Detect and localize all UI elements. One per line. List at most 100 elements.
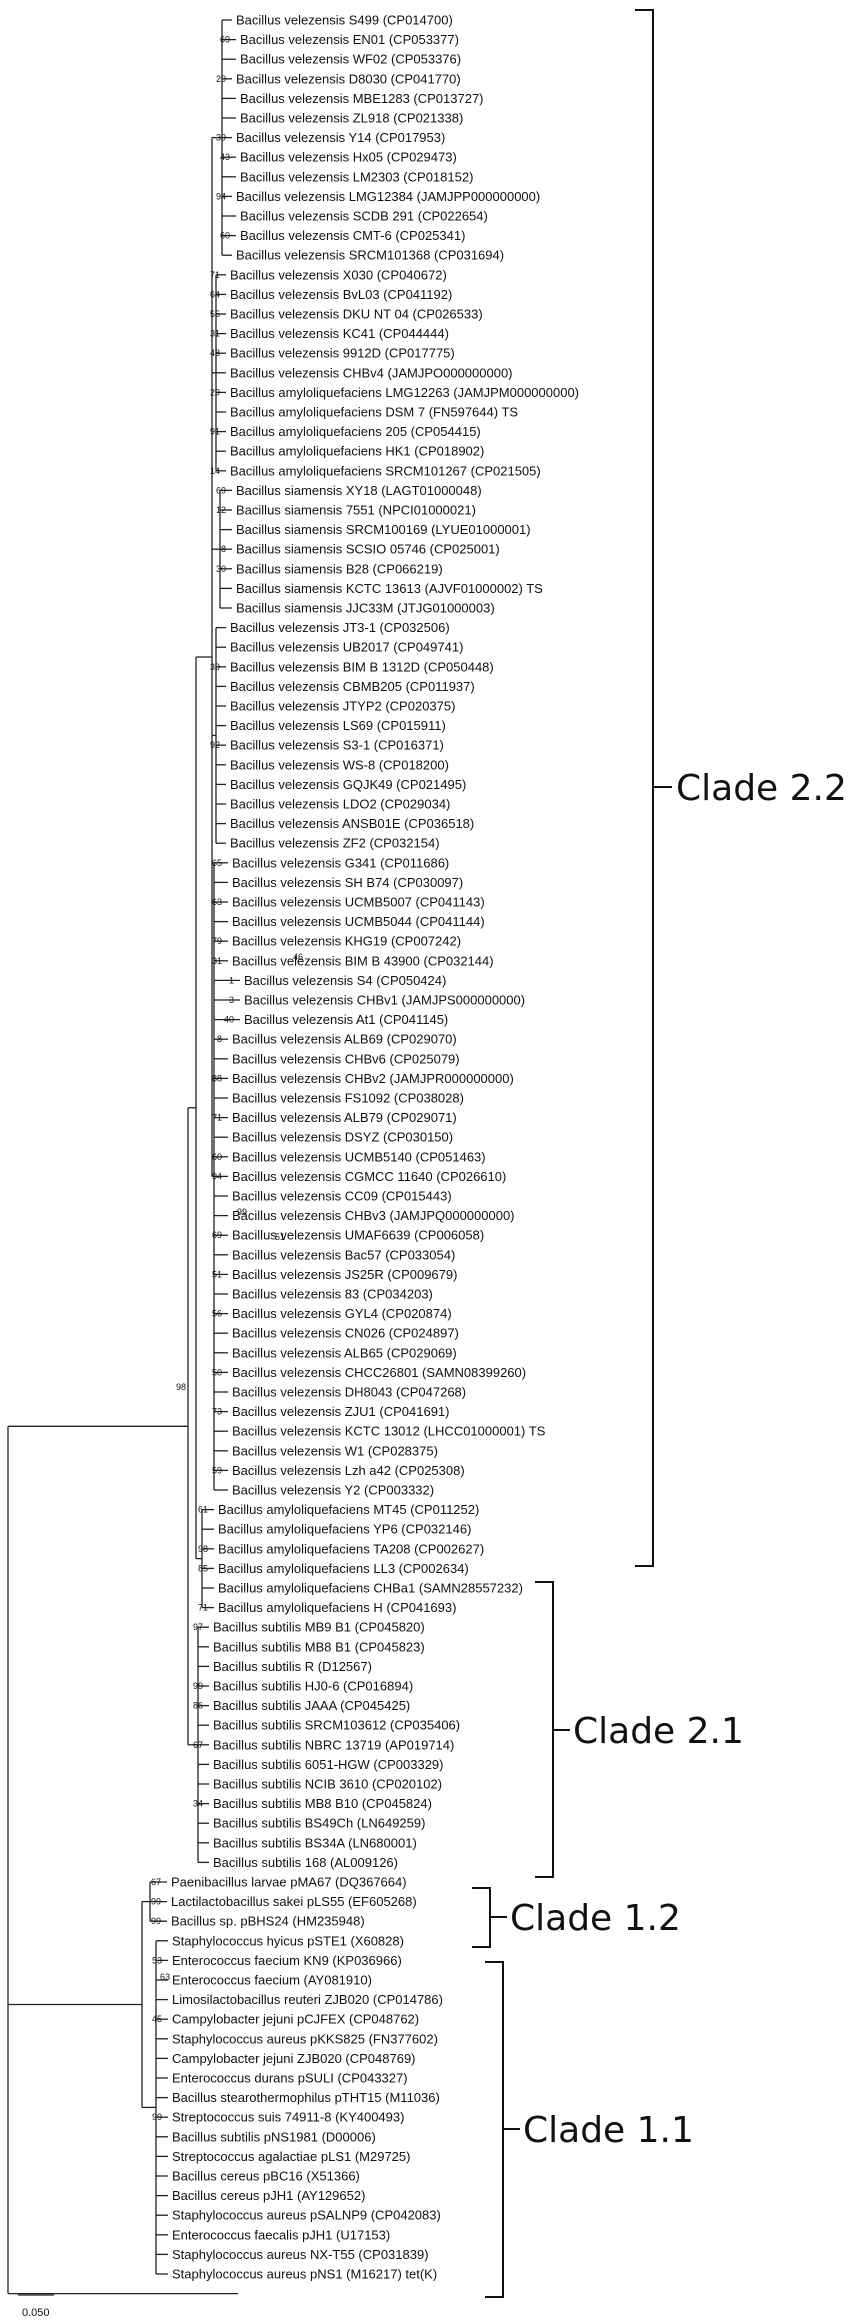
bootstrap-value: 94 bbox=[216, 191, 226, 201]
leaf-label: Bacillus velezensis JT3-1 (CP032506) bbox=[230, 620, 450, 635]
clade-1-2-label: Clade 1.2 bbox=[510, 1898, 681, 1939]
clade-2-2-label: Clade 2.2 bbox=[676, 768, 847, 809]
leaf-label: Bacillus velezensis Y14 (CP017953) bbox=[236, 130, 445, 145]
bootstrap-node-99-main: 99 bbox=[237, 1207, 247, 1217]
clade-1-1-label: Clade 1.1 bbox=[523, 2110, 694, 2151]
leaf-label: Bacillus velezensis 9912D (CP017775) bbox=[230, 346, 455, 361]
leaf-label: Bacillus velezensis UCMB5140 (CP051463) bbox=[232, 1149, 486, 1164]
leaf-label: Staphylococcus aureus NX-T55 (CP031839) bbox=[172, 2247, 429, 2262]
leaf-label: Bacillus velezensis CC09 (CP015443) bbox=[232, 1189, 452, 1204]
leaf-label: Bacillus velezensis ALB69 (CP029070) bbox=[232, 1032, 457, 1047]
bootstrap-value: 1 bbox=[229, 975, 234, 985]
leaf-label: Enterococcus durans pSULI (CP043327) bbox=[172, 2071, 408, 2086]
leaf-label: Bacillus velezensis SH B74 (CP030097) bbox=[232, 875, 463, 890]
bootstrap-value: 97 bbox=[193, 1622, 203, 1632]
leaf-labels: Bacillus velezensis S499 (CP014700) Bacil… bbox=[171, 13, 579, 2282]
bootstrap-value: 99 bbox=[152, 2112, 162, 2122]
leaf-label: Bacillus velezensis CHBv4 (JAMJPO0000000… bbox=[230, 365, 513, 380]
leaf-label: Bacillus amyloliquefaciens HK1 (CP018902… bbox=[230, 444, 484, 459]
bootstrap-value: 69 bbox=[212, 1230, 222, 1240]
bootstrap-node-51: 51 bbox=[275, 1232, 285, 1242]
scale-bar-label: 0.050 bbox=[22, 2307, 50, 2319]
bootstrap-value: 55 bbox=[210, 309, 220, 319]
bootstrap-value: 39 bbox=[210, 662, 220, 672]
bootstrap-value: 99 bbox=[151, 1897, 161, 1907]
bootstrap-value: 86 bbox=[193, 1701, 203, 1711]
leaf-label: Bacillus cereus pJH1 (AY129652) bbox=[172, 2188, 365, 2203]
bootstrap-value: 29 bbox=[210, 387, 220, 397]
leaf-label: Bacillus subtilis NBRC 13719 (AP019714) bbox=[213, 1737, 454, 1752]
leaf-label: Bacillus velezensis W1 (CP028375) bbox=[232, 1443, 438, 1458]
bootstrap-value: 64 bbox=[210, 289, 220, 299]
leaf-label: Bacillus subtilis R (D12567) bbox=[213, 1659, 372, 1674]
leaf-label: Bacillus velezensis S3-1 (CP016371) bbox=[230, 738, 444, 753]
leaf-label: Bacillus velezensis CHBv3 (JAMJPQ0000000… bbox=[232, 1208, 515, 1223]
leaf-label: Bacillus velezensis ZL918 (CP021338) bbox=[240, 111, 463, 126]
leaf-label: Bacillus velezensis X030 (CP040672) bbox=[230, 267, 447, 282]
bootstrap-value: 65 bbox=[212, 858, 222, 868]
leaf-label: Bacillus amyloliquefaciens SRCM101267 (C… bbox=[230, 463, 541, 478]
bootstrap-node-46: 46 bbox=[293, 952, 303, 962]
leaf-label: Bacillus velezensis KCTC 13012 (LHCC0100… bbox=[232, 1424, 546, 1439]
leaf-label: Staphylococcus hyicus pSTE1 (X60828) bbox=[172, 1933, 404, 1948]
leaf-label: Bacillus velezensis WS-8 (CP018200) bbox=[230, 757, 449, 772]
leaf-label: Bacillus velezensis JTYP2 (CP020375) bbox=[230, 699, 455, 714]
leaf-label: Lactilactobacillus sakei pLS55 (EF605268… bbox=[171, 1894, 417, 1909]
leaf-label: Bacillus subtilis 6051-HGW (CP003329) bbox=[213, 1757, 443, 1772]
leaf-label: Staphylococcus aureus pSALNP9 (CP042083) bbox=[172, 2208, 441, 2223]
leaf-label: Bacillus velezensis ALB79 (CP029071) bbox=[232, 1110, 457, 1125]
bootstrap-value: 99 bbox=[193, 1681, 203, 1691]
leaf-label: Bacillus velezensis CHBv1 (JAMJPS0000000… bbox=[244, 993, 525, 1008]
leaf-label: Bacillus velezensis BIM B 1312D (CP05044… bbox=[230, 659, 494, 674]
bootstrap-value: 85 bbox=[198, 1563, 208, 1573]
leaf-label: Bacillus subtilis BS34A (LN680001) bbox=[213, 1835, 417, 1850]
bootstrap-value: 31 bbox=[212, 956, 222, 966]
bootstrap-value: 34 bbox=[193, 1799, 203, 1809]
bootstrap-value: 8 bbox=[217, 1034, 222, 1044]
leaf-label: Bacillus amyloliquefaciens YP6 (CP032146… bbox=[218, 1522, 471, 1537]
leaf-label: Limosilactobacillus reuteri ZJB020 (CP01… bbox=[172, 1992, 443, 2007]
bootstrap-value: 99 bbox=[151, 1916, 161, 1926]
leaf-label: Bacillus velezensis LS69 (CP015911) bbox=[230, 718, 446, 733]
leaf-label: Bacillus velezensis CMT-6 (CP025341) bbox=[240, 228, 465, 243]
leaf-label: Bacillus velezensis EN01 (CP053377) bbox=[240, 32, 459, 47]
leaf-label: Bacillus amyloliquefaciens 205 (CP054415… bbox=[230, 424, 481, 439]
leaf-label: Bacillus amyloliquefaciens CHBa1 (SAMN28… bbox=[218, 1581, 523, 1596]
leaf-label: Bacillus velezensis KHG19 (CP007242) bbox=[232, 934, 461, 949]
clade-2-1-bracket bbox=[535, 1581, 554, 1878]
bootstrap-value: 60 bbox=[220, 231, 230, 241]
leaf-label: Bacillus velezensis S499 (CP014700) bbox=[236, 13, 453, 28]
leaf-label: Bacillus amyloliquefaciens LL3 (CP002634… bbox=[218, 1561, 469, 1576]
leaf-label: Bacillus subtilis MB8 B10 (CP045824) bbox=[213, 1796, 432, 1811]
bootstrap-value: 53 bbox=[152, 1955, 162, 1965]
leaf-label: Bacillus siamensis 7551 (NPCI01000021) bbox=[236, 503, 476, 518]
leaf-label: Bacillus sp. pBHS24 (HM235948) bbox=[171, 1914, 365, 1929]
bootstrap-value: 40 bbox=[224, 1015, 234, 1025]
bootstrap-value: 98 bbox=[198, 1544, 208, 1554]
bootstrap-value: 94 bbox=[212, 1171, 222, 1181]
bootstrap-value: 69 bbox=[220, 35, 230, 45]
leaf-label: Bacillus subtilis 168 (AL009126) bbox=[213, 1855, 398, 1870]
leaf-label: Bacillus velezensis FS1092 (CP038028) bbox=[232, 1091, 464, 1106]
bootstrap-value: 69 bbox=[216, 485, 226, 495]
bootstrap-value: 63 bbox=[212, 897, 222, 907]
leaf-label: Bacillus velezensis UCMB5007 (CP041143) bbox=[232, 895, 485, 910]
leaf-label: Bacillus velezensis DSYZ (CP030150) bbox=[232, 1130, 453, 1145]
bootstrap-node-63: 63 bbox=[160, 1972, 170, 1982]
leaf-label: Bacillus velezensis Y2 (CP003332) bbox=[232, 1483, 434, 1498]
leaf-label: Bacillus siamensis B28 (CP066219) bbox=[236, 561, 443, 576]
leaf-label: Bacillus velezensis ZF2 (CP032154) bbox=[230, 836, 440, 851]
bootstrap-value: 56 bbox=[212, 1309, 222, 1319]
bootstrap-values: 6920394394607164553148299114691283039926… bbox=[151, 35, 234, 2123]
leaf-label: Bacillus siamensis SRCM100169 (LYUE01000… bbox=[236, 522, 531, 537]
leaf-label: Bacillus velezensis GQJK49 (CP021495) bbox=[230, 777, 466, 792]
leaf-label: Bacillus velezensis Lzh a42 (CP025308) bbox=[232, 1463, 465, 1478]
leaf-label: Bacillus velezensis GYL4 (CP020874) bbox=[232, 1306, 452, 1321]
leaf-label: Bacillus velezensis CHBv2 (JAMJPR0000000… bbox=[232, 1071, 514, 1086]
leaf-label: Bacillus velezensis SCDB 291 (CP022654) bbox=[240, 209, 488, 224]
leaf-label: Streptococcus suis 74911-8 (KY400493) bbox=[172, 2110, 404, 2125]
leaf-label: Bacillus velezensis CGMCC 11640 (CP02661… bbox=[232, 1169, 506, 1184]
leaf-label: Bacillus velezensis JS25R (CP009679) bbox=[232, 1267, 457, 1282]
bootstrap-value: 91 bbox=[210, 427, 220, 437]
